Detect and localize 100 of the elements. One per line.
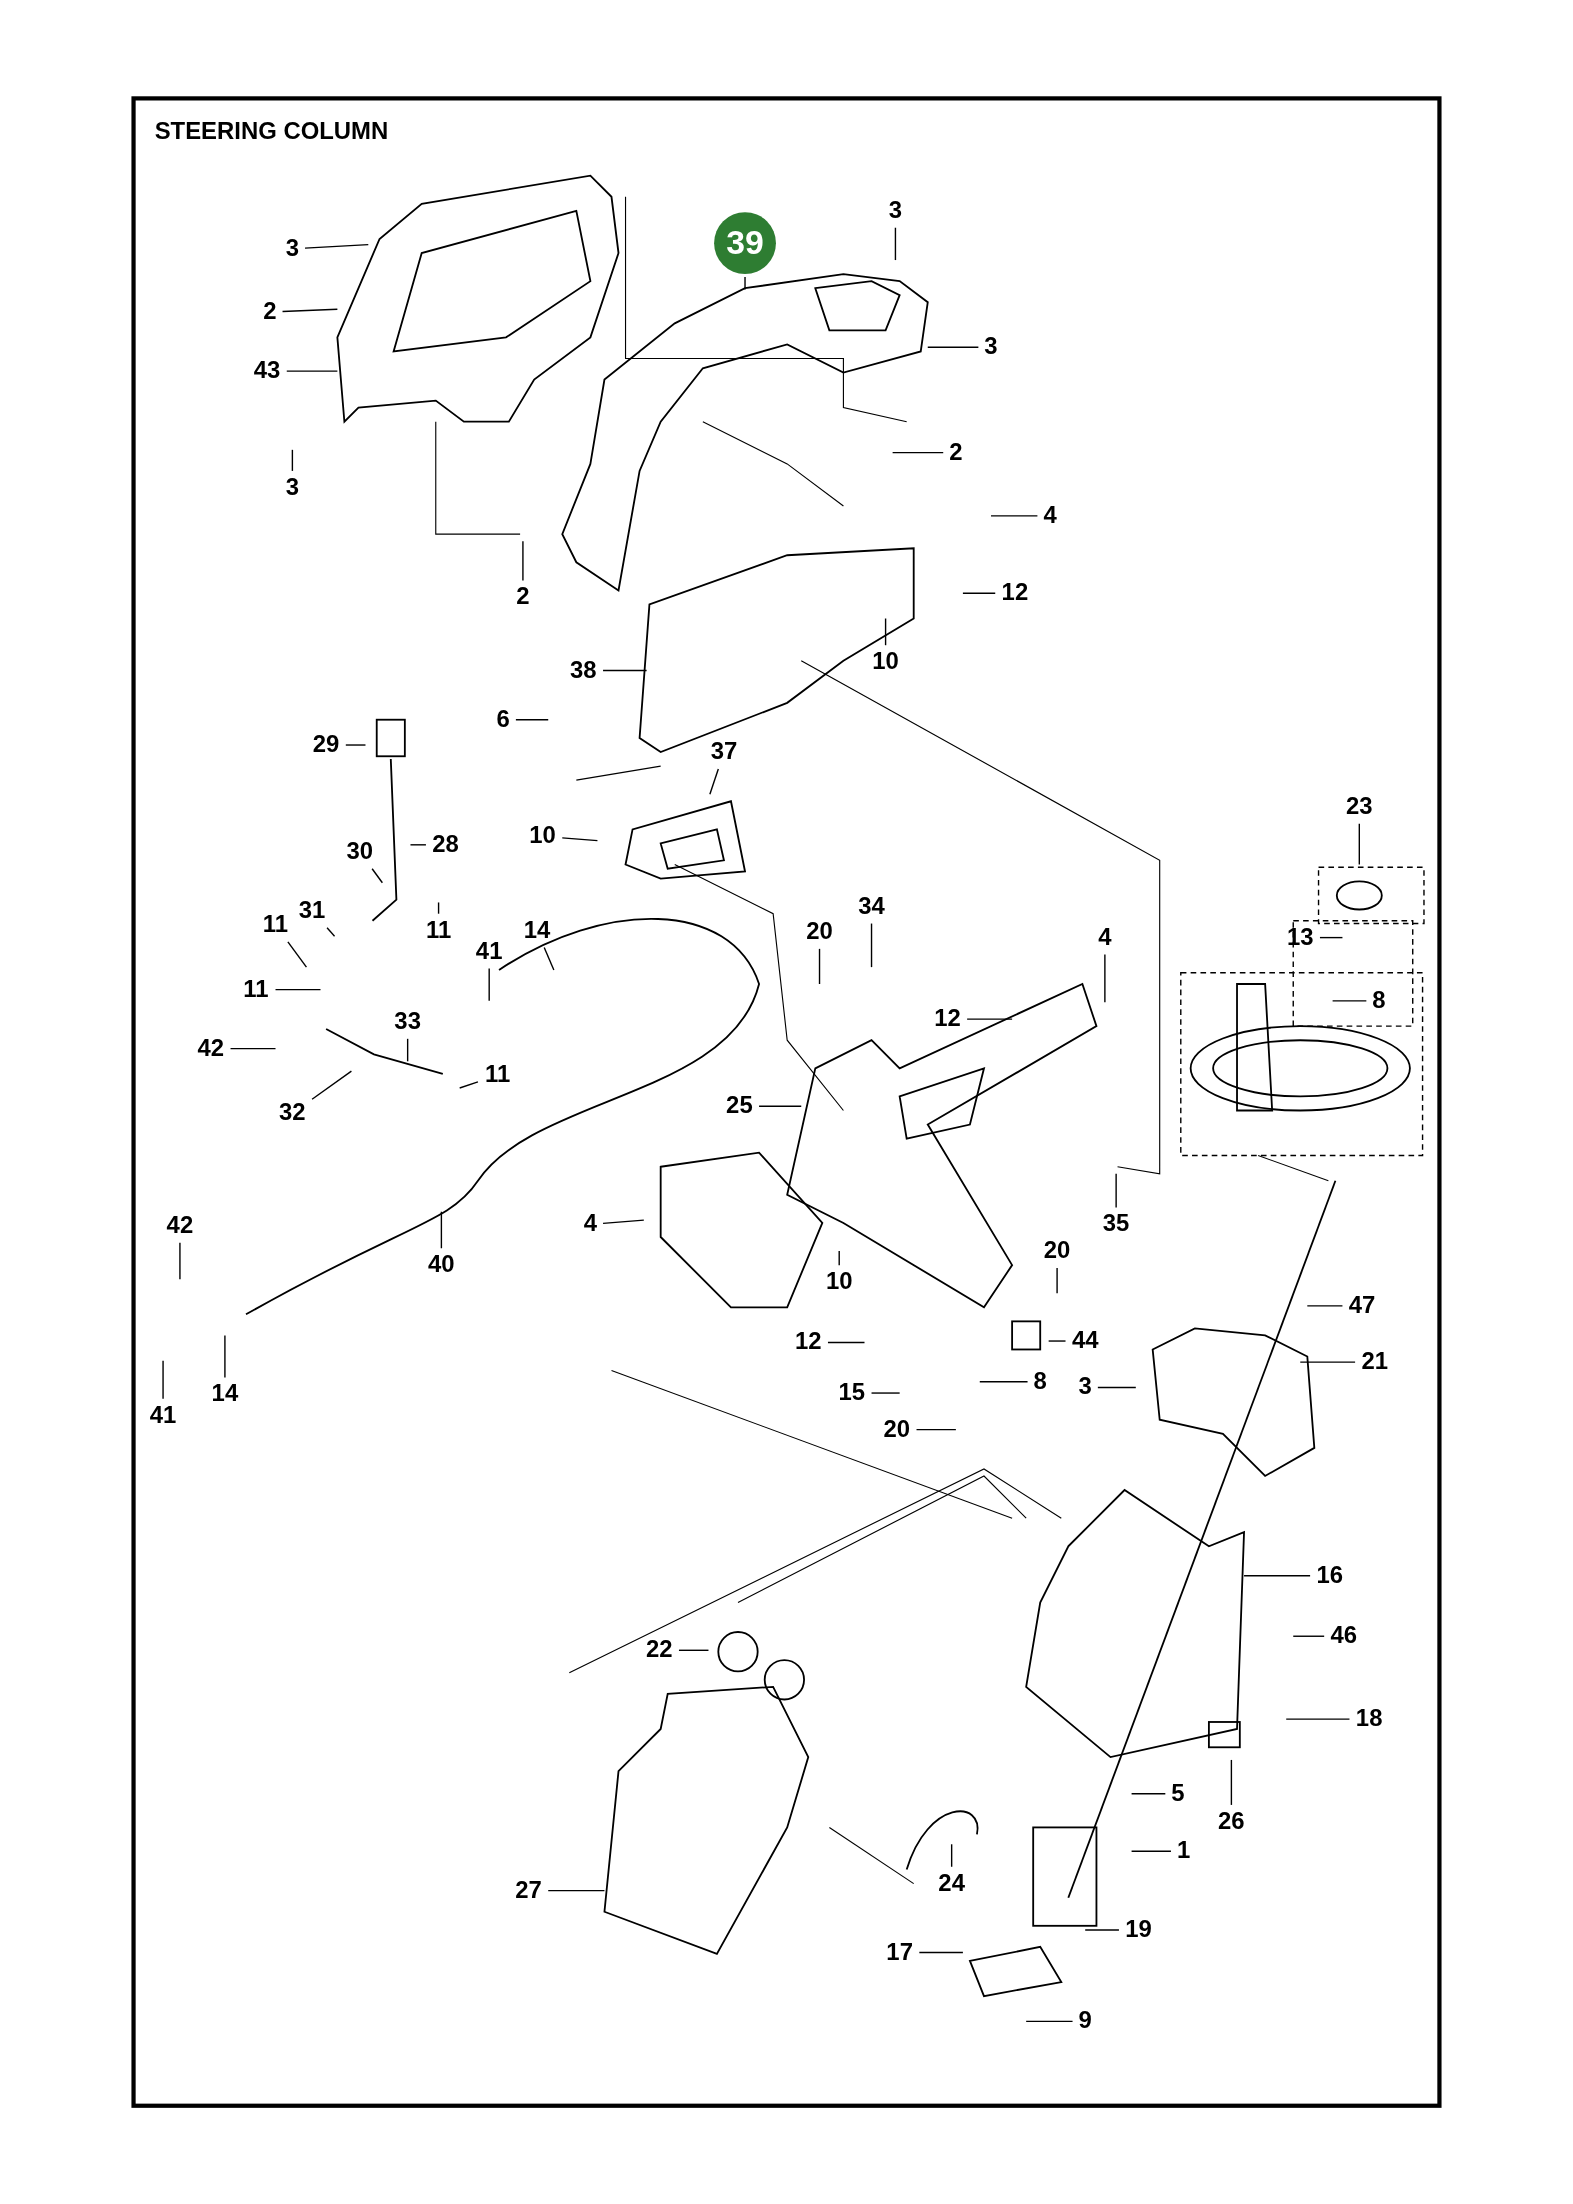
callout-number: 11 <box>238 975 273 1004</box>
callout-number: 33 <box>390 1007 425 1036</box>
callout-number: 43 <box>250 357 284 386</box>
leader-line <box>870 922 873 968</box>
callout-number: 2 <box>260 298 280 327</box>
callout-number: 15 <box>835 1379 869 1408</box>
callout-number: 2 <box>946 438 966 467</box>
leader-line <box>229 1047 277 1050</box>
leader-line <box>827 1341 866 1344</box>
leader-line <box>709 768 719 795</box>
leader-line <box>818 948 821 985</box>
callout-number: 29 <box>309 730 343 760</box>
callout-number: 22 <box>642 1636 677 1665</box>
leader-line <box>1130 1850 1172 1852</box>
callout-number: 3 <box>282 234 303 263</box>
callout-number: 2 <box>513 583 533 612</box>
leader-line <box>979 1381 1029 1383</box>
callout-number: 30 <box>343 837 377 866</box>
callout-number: 26 <box>1214 1807 1249 1836</box>
leader-line <box>891 451 944 454</box>
callout-number: 8 <box>1369 986 1389 1015</box>
callout-number: 6 <box>493 705 514 734</box>
callout-number: 4 <box>1040 501 1060 530</box>
callout-number: 42 <box>194 1034 228 1063</box>
leader-line <box>515 719 549 721</box>
leader-line <box>918 1951 964 1954</box>
leader-line <box>1025 2020 1074 2023</box>
leader-line <box>894 227 897 261</box>
leader-line <box>962 592 996 594</box>
callout-number: 1 <box>1173 1837 1194 1866</box>
callout-badge: 39 <box>714 212 776 275</box>
callout-number: 24 <box>934 1869 969 1898</box>
leader-line <box>966 1018 1013 1020</box>
callout-number: 38 <box>566 656 601 685</box>
leader-line <box>162 1360 164 1400</box>
callout-number: 47 <box>1345 1291 1379 1320</box>
callout-number: 19 <box>1121 1915 1156 1945</box>
callout-number: 27 <box>511 1876 546 1905</box>
leader-line <box>678 1649 710 1651</box>
leader-line <box>1299 1361 1356 1363</box>
leader-line <box>286 370 339 372</box>
callout-number: 25 <box>722 1092 757 1121</box>
callout-number: 4 <box>580 1210 601 1239</box>
leader-line <box>371 868 384 884</box>
leader-line <box>547 1889 606 1892</box>
leader-line <box>291 449 294 472</box>
leader-line <box>409 844 427 846</box>
callout-number: 37 <box>707 738 741 767</box>
callout-number: 23 <box>1342 792 1377 821</box>
leader-line <box>281 308 339 313</box>
callout-number: 34 <box>854 892 889 921</box>
leader-line <box>287 941 308 968</box>
leader-line <box>1104 953 1106 1003</box>
leader-line <box>274 988 322 991</box>
leader-line <box>345 744 367 746</box>
leader-line <box>488 967 490 1002</box>
callout-number: 11 <box>258 910 293 939</box>
leader-line <box>744 276 746 291</box>
leader-line <box>1097 1386 1137 1389</box>
leader-line <box>326 927 336 937</box>
callout-number: 18 <box>1352 1705 1386 1734</box>
callout-number: 44 <box>1068 1327 1103 1356</box>
callout-number: 12 <box>791 1328 826 1357</box>
leader-line <box>437 901 440 915</box>
callout-number: 32 <box>275 1099 310 1128</box>
callout-number: 3 <box>282 473 303 502</box>
diagram-title: STEERING COLUMN <box>154 118 389 147</box>
callout-number: 12 <box>930 1005 965 1034</box>
callout-number: 4 <box>1095 923 1115 952</box>
callout-number: 41 <box>146 1401 180 1430</box>
callout-number: 31 <box>295 896 329 925</box>
leader-line <box>1358 823 1360 866</box>
callout-number: 3 <box>1075 1373 1096 1402</box>
callout-number: 21 <box>1357 1348 1392 1377</box>
callout-number: 28 <box>428 830 463 859</box>
callout-number: 3 <box>981 333 1001 362</box>
callout-number: 11 <box>480 1061 515 1090</box>
leader-line <box>1115 1173 1117 1209</box>
callout-number: 16 <box>1312 1561 1347 1590</box>
leader-line <box>1130 1792 1167 1795</box>
leader-line <box>543 946 555 971</box>
callout-number: 14 <box>208 1380 242 1409</box>
leader-line <box>1230 1759 1233 1806</box>
leader-line <box>1306 1305 1344 1307</box>
leader-line <box>915 1428 957 1431</box>
leader-line <box>1292 1635 1325 1637</box>
leader-line <box>1084 1929 1120 1931</box>
callout-number: 10 <box>868 648 903 677</box>
callout-number: 3 <box>885 196 906 225</box>
callout-number: 14 <box>520 916 554 945</box>
leader-line <box>1285 1718 1351 1720</box>
leader-line <box>406 1038 409 1062</box>
leader-line <box>311 1070 353 1100</box>
callout-number: 40 <box>424 1251 459 1280</box>
leader-line <box>304 243 369 249</box>
leader-line <box>950 1843 953 1868</box>
leader-line <box>1243 1575 1311 1577</box>
leader-line <box>884 617 887 646</box>
leader-line <box>1319 936 1344 939</box>
leader-line <box>561 837 599 842</box>
